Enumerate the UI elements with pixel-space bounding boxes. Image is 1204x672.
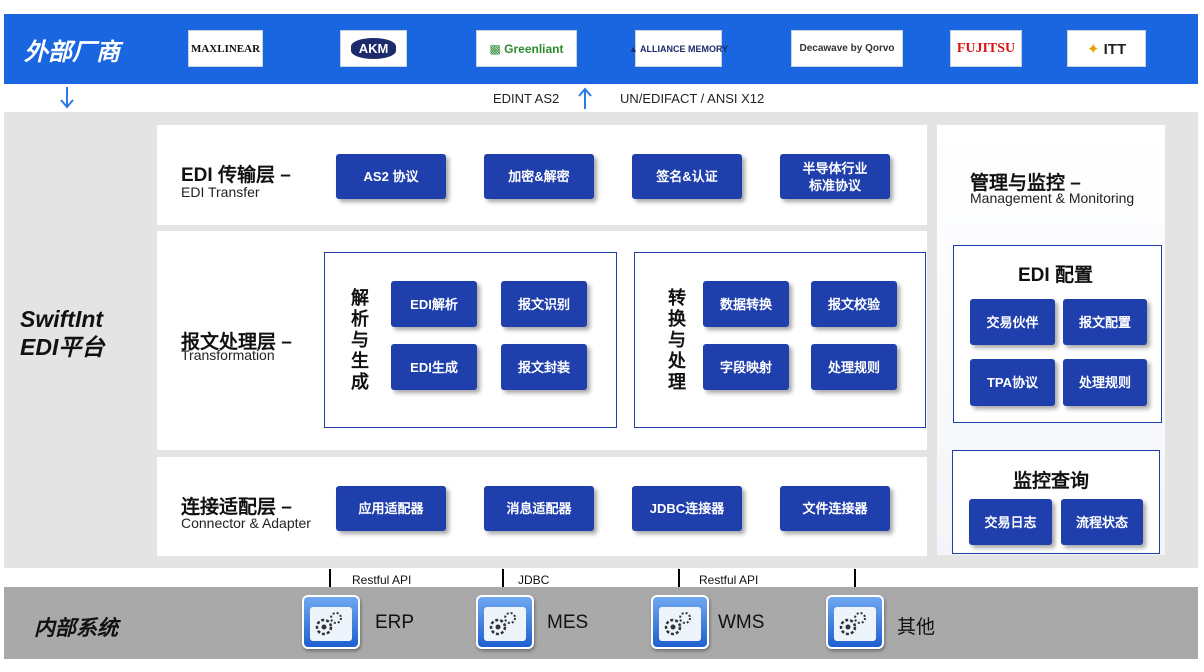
as2-protocol-button[interactable]: AS2 协议: [336, 154, 446, 199]
edi-parse-button[interactable]: EDI解析: [391, 281, 477, 327]
internal-systems-title: 内部系统: [34, 617, 118, 640]
connector-line-mes: [502, 569, 504, 597]
protocol-row: [4, 86, 1198, 112]
connector-layer-subtitle: Connector & Adapter: [181, 515, 311, 531]
transfer-layer-title: EDI 传输层 –: [181, 165, 291, 186]
logo-itt: ✦ ITT: [1067, 30, 1146, 67]
conn-label-wms: Restful API: [699, 573, 759, 587]
jdbc-connector-button[interactable]: JDBC连接器: [632, 486, 742, 531]
sign-auth-button[interactable]: 签名&认证: [632, 154, 742, 199]
erp-system-icon[interactable]: [302, 595, 360, 649]
mes-system-icon[interactable]: [476, 595, 534, 649]
encrypt-decrypt-button[interactable]: 加密&解密: [484, 154, 594, 199]
logo-akm: AKM: [340, 30, 407, 67]
logo-greenliant: ▩ Greenliant: [476, 30, 577, 67]
data-convert-button[interactable]: 数据转换: [703, 281, 789, 327]
transformation-layer-subtitle: Transformation: [181, 347, 275, 363]
logo-fujitsu: FUJITSU: [950, 30, 1022, 67]
field-mapping-button[interactable]: 字段映射: [703, 344, 789, 390]
protocol-as2: EDINT AS2: [493, 91, 560, 106]
mes-label: MES: [547, 612, 589, 633]
wms-label: WMS: [718, 612, 765, 633]
edi-config-title: EDI 配置: [1018, 265, 1093, 286]
logo-decawave-qorvo: Decawave by Qorvo: [791, 30, 903, 67]
message-adapter-button[interactable]: 消息适配器: [484, 486, 594, 531]
message-package-button[interactable]: 报文封装: [501, 344, 587, 390]
tpa-agreement-button[interactable]: TPA协议: [970, 359, 1055, 406]
connector-line-other: [854, 569, 856, 597]
transaction-log-button[interactable]: 交易日志: [969, 499, 1052, 545]
erp-label: ERP: [375, 612, 415, 633]
monitor-query-title: 监控查询: [1013, 471, 1090, 492]
logo-maxlinear: MAXLINEAR: [188, 30, 263, 67]
file-connector-button[interactable]: 文件连接器: [780, 486, 890, 531]
logo-alliance-memory: ▲ ALLIANCE MEMORY: [629, 30, 728, 67]
connector-line-erp: [329, 569, 331, 597]
internal-systems-band: [4, 587, 1198, 659]
edi-generate-button[interactable]: EDI生成: [391, 344, 477, 390]
transfer-layer-subtitle: EDI Transfer: [181, 184, 260, 200]
down-arrow-icon: [60, 87, 74, 109]
convert-process-label: 转 换 与 处 理: [668, 288, 686, 392]
external-vendors-title: 外部厂商: [24, 39, 120, 66]
transformation-layer-title: 报文处理层 –: [181, 332, 292, 353]
platform-title: SwiftInt EDI平台: [20, 306, 105, 360]
app-adapter-button[interactable]: 应用适配器: [336, 486, 446, 531]
config-processing-rules-button[interactable]: 处理规则: [1063, 359, 1147, 406]
message-validate-button[interactable]: 报文校验: [811, 281, 897, 327]
protocol-edifact: UN/EDIFACT / ANSI X12: [620, 91, 765, 106]
management-title: 管理与监控 –: [970, 173, 1081, 194]
process-status-button[interactable]: 流程状态: [1061, 499, 1143, 545]
connector-line-wms: [678, 569, 680, 597]
trading-partner-button[interactable]: 交易伙伴: [970, 299, 1055, 345]
connector-layer-title: 连接适配层 –: [181, 497, 292, 518]
message-identify-button[interactable]: 报文识别: [501, 281, 587, 327]
other-system-icon[interactable]: [826, 595, 884, 649]
message-config-button[interactable]: 报文配置: [1063, 299, 1147, 345]
processing-rules-button[interactable]: 处理规则: [811, 344, 897, 390]
conn-label-mes: JDBC: [518, 573, 550, 587]
wms-system-icon[interactable]: [651, 595, 709, 649]
semiconductor-standard-button[interactable]: 半导体行业 标准协议: [780, 154, 890, 199]
up-arrow-icon: [578, 87, 592, 109]
parse-generate-label: 解 析 与 生 成: [351, 288, 369, 392]
management-subtitle: Management & Monitoring: [970, 190, 1135, 206]
conn-label-erp: Restful API: [352, 573, 412, 587]
other-label: 其他: [897, 617, 936, 638]
